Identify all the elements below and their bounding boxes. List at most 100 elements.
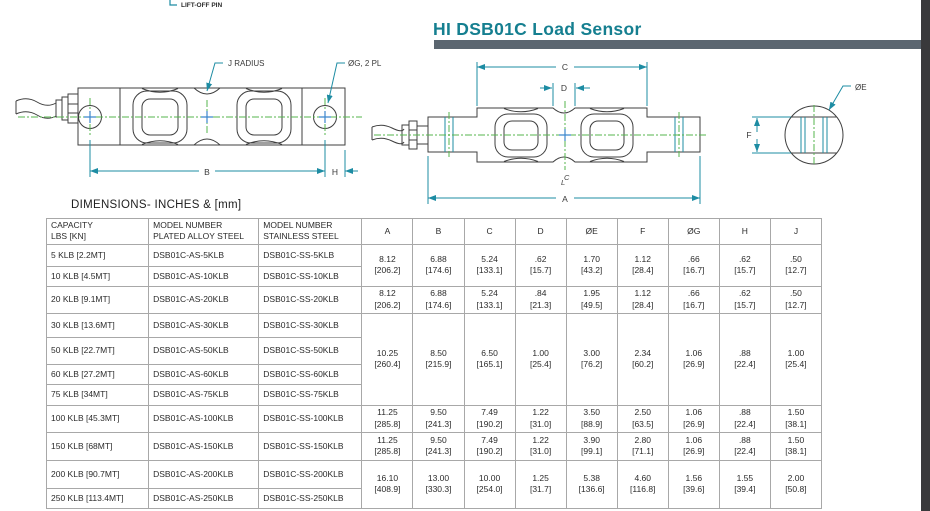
capacity-cell: 250 KLB [113.4MT] (45, 487, 150, 509)
stainless-model-cell: DSB01C-SS-250KLB (258, 487, 363, 509)
dim-cell-f: 4.60 [116.8] (616, 459, 669, 509)
stainless-model-cell: DSB01C-SS-10KLB (258, 265, 363, 287)
dim-cell-og: 1.06 [26.9] (667, 431, 720, 461)
dim-cell-h: .62 [15.7] (718, 285, 771, 314)
dim-cell-d: 1.25 [31.7] (514, 459, 567, 509)
dim-cell-og: 1.06 [26.9] (667, 312, 720, 406)
page-edge-band (921, 0, 930, 511)
dim-cell-d: 1.22 [31.0] (514, 431, 567, 461)
capacity-cell: 60 KLB [27.2MT] (45, 363, 150, 385)
dim-cell-c: 6.50 [165.1] (463, 312, 516, 406)
table-row: 200 KLB [90.7MT] DSB01C-AS-200KLB DSB01C… (45, 459, 823, 509)
dim-cell-og: .66 [16.7] (667, 243, 720, 287)
dim-cell-c: 5.24 [133.1] (463, 243, 516, 287)
table-header-row: CAPACITY LBS [KN] MODEL NUMBER PLATED AL… (45, 218, 823, 245)
center-cross-icon (559, 129, 571, 141)
capacity-cell: 30 KLB [13.6MT] (45, 312, 150, 338)
dim-cell-b: 9.50 [241.3] (412, 431, 465, 461)
dim-cell-f: 1.12 [28.4] (616, 243, 669, 287)
plated-model-cell: DSB01C-AS-20KLB (148, 285, 260, 314)
dim-cell-j: 1.50 [38.1] (769, 404, 823, 433)
top-view-drawing: C D A C L (371, 62, 708, 204)
stainless-model-cell: DSB01C-SS-60KLB (258, 363, 363, 385)
dim-cell-b: 6.88 [174.6] (412, 243, 465, 287)
dim-cell-b: 6.88 [174.6] (412, 285, 465, 314)
callout-bracket-icon (169, 0, 177, 6)
col-header-a: A (361, 218, 414, 245)
dim-cell-a: 8.12 [206.2] (361, 285, 414, 314)
stainless-model-cell: DSB01C-SS-150KLB (258, 431, 363, 461)
plated-model-cell: DSB01C-AS-75KLB (148, 383, 260, 406)
dim-cell-a: 10.25 [260.4] (361, 312, 414, 406)
col-header-og: ØG (667, 218, 720, 245)
dim-h-label: H (332, 167, 338, 177)
dim-cell-a: 11.25 [285.8] (361, 404, 414, 433)
dim-cell-a: 16.10 [408.9] (361, 459, 414, 509)
stainless-model-cell: DSB01C-SS-100KLB (258, 404, 363, 433)
dim-cell-og: .66 [16.7] (667, 285, 720, 314)
dim-oe-label: ØE (855, 83, 867, 92)
dim-cell-h: 1.55 [39.4] (718, 459, 771, 509)
table-caption: DIMENSIONS- INCHES & [mm] (71, 199, 242, 211)
centerline-symbol-c: C (564, 173, 570, 182)
end-view-dimension-lines (752, 85, 851, 154)
dim-cell-a: 8.12 [206.2] (361, 243, 414, 287)
dim-cell-j: 1.00 [25.4] (769, 312, 823, 406)
capacity-cell: 150 KLB [68MT] (45, 431, 150, 461)
page-title: HI DSB01C Load Sensor (433, 19, 642, 39)
dim-cell-oe: 3.90 [99.1] (565, 431, 618, 461)
col-header-h: H (718, 218, 771, 245)
stainless-model-cell: DSB01C-SS-75KLB (258, 383, 363, 406)
dim-c-label: C (562, 62, 568, 72)
cable-side-icon (15, 93, 79, 124)
capacity-cell: 5 KLB [2.2MT] (45, 243, 150, 267)
dim-cell-j: 2.00 [50.8] (769, 459, 823, 509)
plated-model-cell: DSB01C-AS-50KLB (148, 336, 260, 365)
dim-cell-f: 2.50 [63.5] (616, 404, 669, 433)
stainless-model-cell: DSB01C-SS-20KLB (258, 285, 363, 314)
og-2pl-label: ØG, 2 PL (348, 59, 382, 68)
dim-cell-oe: 3.00 [76.2] (565, 312, 618, 406)
title-underline-bar (434, 40, 921, 49)
dim-cell-f: 1.12 [28.4] (616, 285, 669, 314)
centerline-symbol-icon: C L (561, 173, 570, 187)
j-radius-label: J RADIUS (228, 59, 264, 68)
plated-model-cell: DSB01C-AS-30KLB (148, 312, 260, 338)
table-row: 150 KLB [68MT] DSB01C-AS-150KLB DSB01C-S… (45, 431, 823, 461)
plated-model-cell: DSB01C-AS-10KLB (148, 265, 260, 287)
lift-off-pin-callout: LIFT-OFF PIN (169, 0, 222, 9)
col-header-c: C (463, 218, 516, 245)
stainless-model-cell: DSB01C-SS-5KLB (258, 243, 363, 267)
col-header-d: D (514, 218, 567, 245)
dimensions-table: CAPACITY LBS [KN] MODEL NUMBER PLATED AL… (45, 218, 823, 509)
dim-cell-h: .88 [22.4] (718, 312, 771, 406)
dim-cell-c: 7.49 [190.2] (463, 431, 516, 461)
dim-f-label: F (746, 130, 751, 140)
stainless-model-cell: DSB01C-SS-50KLB (258, 336, 363, 365)
dim-cell-h: .88 [22.4] (718, 431, 771, 461)
dim-cell-h: .88 [22.4] (718, 404, 771, 433)
dim-a-label: A (562, 194, 568, 204)
dim-cell-d: 1.00 [25.4] (514, 312, 567, 406)
dim-d-label: D (561, 83, 567, 93)
top-view-centerlines (374, 101, 708, 170)
dim-cell-d: .62 [15.7] (514, 243, 567, 287)
dim-b-label: B (204, 167, 210, 177)
plated-model-cell: DSB01C-AS-150KLB (148, 431, 260, 461)
table-row: 60 KLB [27.2MT] DSB01C-AS-60KLB DSB01C-S… (45, 363, 822, 385)
dim-cell-c: 7.49 [190.2] (463, 404, 516, 433)
centerline-symbol-l: L (561, 178, 565, 187)
plated-model-cell: DSB01C-AS-250KLB (148, 487, 260, 509)
dim-cell-h: .62 [15.7] (718, 243, 771, 287)
table-row: 5 KLB [2.2MT] DSB01C-AS-5KLB DSB01C-SS-5… (45, 243, 823, 287)
dim-cell-c: 5.24 [133.1] (463, 285, 516, 314)
dim-cell-j: .50 [12.7] (769, 285, 823, 314)
capacity-cell: 75 KLB [34MT] (45, 383, 150, 406)
side-view-dimension-lines (89, 62, 358, 177)
col-header-plated: MODEL NUMBER PLATED ALLOY STEEL (148, 218, 260, 245)
top-view-dimension-lines (427, 62, 701, 204)
col-header-j: J (769, 218, 823, 245)
dim-cell-d: 1.22 [31.0] (514, 404, 567, 433)
capacity-cell: 200 KLB [90.7MT] (45, 459, 150, 489)
